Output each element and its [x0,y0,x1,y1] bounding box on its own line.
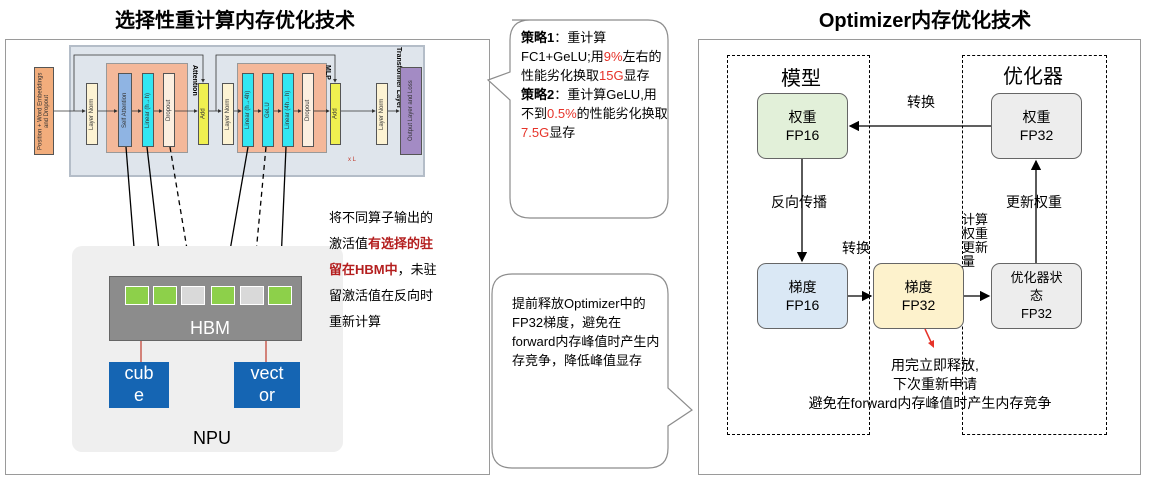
release-note: 用完立即释放, 下次重新申请 避免在forward内存峰值时产生内存竞争 [808,357,1052,411]
hbm-cell-1 [125,286,149,305]
optimizer-flow-arrows [796,120,1042,348]
right-title: Optimizer内存优化技术 [818,10,1032,32]
backprop-label: 反向传播 [771,194,827,210]
note-line-4: 留激活值在反向时 [329,288,434,303]
strategy1-label: 策略1 [521,30,555,45]
model-region [727,55,870,435]
hbm-cell-5 [240,286,264,305]
optimizer-region [962,55,1107,435]
hbm-cell-6 [268,286,292,305]
vector-label-line2: or [258,385,275,405]
npu-label: NPU [193,428,232,448]
transformer-flow-arrows [54,54,400,113]
hbm-unit-links [140,341,267,362]
cube-label-line1: cub [124,363,154,383]
cube-label-line2: e [133,385,144,405]
note-line-1: 将不同算子输出的 [329,210,434,225]
vector-label-line1: vect [250,363,284,383]
strategy-callout-bubble [486,19,669,219]
convert-top-label: 转换 [907,94,935,110]
model-label: 模型 [781,68,821,90]
convert-mid-label: 转换 [842,240,870,256]
hbm-cell-4 [211,286,235,305]
strategy-text: 策略1：重计算FC1+GeLU;用9%左右的性能劣化换取15G显存 策略2：重计… [521,30,668,140]
hbm-cell-3 [181,286,205,305]
optimizer-callout-bubble [491,273,693,469]
note-line-5: 重新计算 [329,314,382,329]
note-line-3: 留在HBM中，未驻 [329,262,437,277]
figure-mark: x L [348,157,357,163]
update-weight-label: 更新权重 [1006,194,1062,210]
strategy2-label: 策略2 [521,87,555,102]
compute-weight-update-label: 计算权重更新量 [962,212,989,269]
left-title: 选择性重计算内存优化技术 [115,10,355,32]
optimizer-callout-text: 提前释放Optimizer中的FP32梯度，避免在forward内存峰值时产生内… [512,296,660,368]
transformer-diagram: Transformer Layer Position + Word Embedd… [30,45,460,180]
note-line-2: 激活值有选择的驻 [329,236,434,251]
hbm-label: HBM [190,318,230,338]
hbm-cell-2 [153,286,177,305]
optimizer-label: 优化器 [1003,66,1063,88]
vector-unit: vect or [234,362,300,408]
cube-unit: cub e [109,362,169,408]
left-note: 将不同算子输出的 激活值有选择的驻 留在HBM中，未驻 留激活值在反向时 重新计… [329,205,464,335]
